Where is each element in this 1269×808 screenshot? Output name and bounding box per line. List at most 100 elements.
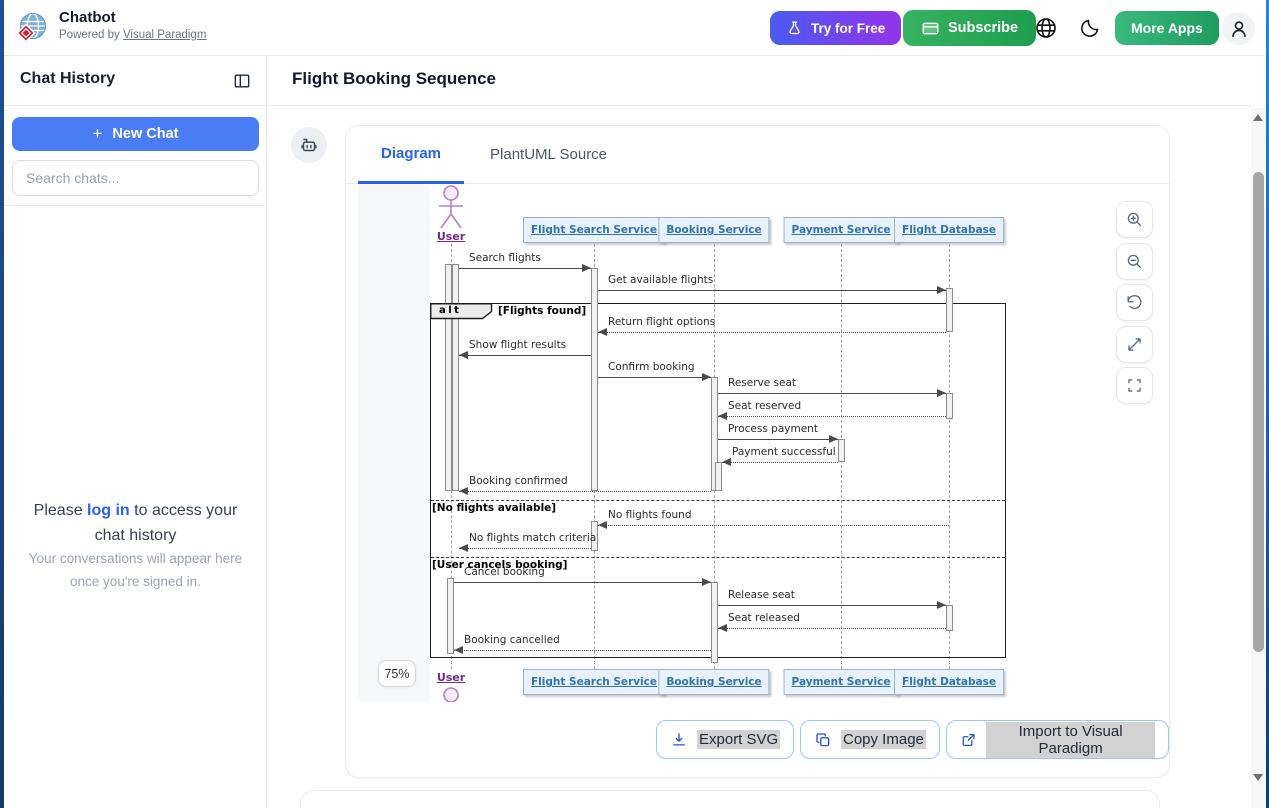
activation-bar bbox=[452, 264, 459, 491]
message-line bbox=[718, 439, 838, 440]
new-chat-button[interactable]: + New Chat bbox=[12, 117, 259, 151]
powered-by: Powered by Visual Paradigm bbox=[59, 29, 206, 41]
log-in-link[interactable]: log in bbox=[87, 502, 130, 519]
plus-icon: + bbox=[92, 124, 103, 143]
copy-image-button[interactable]: Copy Image bbox=[800, 720, 940, 759]
participant-box[interactable]: Payment Service bbox=[783, 217, 899, 243]
login-subtext: Your conversations will appear here once… bbox=[28, 551, 243, 589]
participant-box[interactable]: Booking Service bbox=[658, 217, 770, 243]
participant-box[interactable]: Flight Search Service bbox=[523, 217, 665, 243]
external-link-icon bbox=[962, 733, 975, 746]
message-line bbox=[459, 268, 591, 269]
message-line bbox=[459, 355, 591, 356]
activation-bar bbox=[946, 393, 953, 419]
tab-plantuml-source[interactable]: PlantUML Source bbox=[490, 146, 608, 163]
message-label: Process payment bbox=[728, 423, 818, 435]
message-arrowhead bbox=[582, 264, 591, 273]
message-line bbox=[454, 582, 711, 583]
participant-box[interactable]: Booking Service bbox=[658, 669, 770, 695]
diagram-message-card: Diagram PlantUML Source [Flights found][… bbox=[345, 125, 1170, 778]
scroll-down-arrow[interactable] bbox=[1253, 774, 1263, 781]
chat-input-card-partial bbox=[300, 790, 1160, 808]
message-label: Release seat bbox=[728, 589, 795, 601]
dark-mode-button[interactable] bbox=[1079, 17, 1101, 42]
message-line bbox=[722, 462, 838, 463]
scrollbar-thumb[interactable] bbox=[1253, 172, 1264, 652]
participant-box[interactable]: Flight Database bbox=[894, 669, 1004, 695]
scroll-up-arrow[interactable] bbox=[1253, 114, 1263, 121]
message-label: Get available flights bbox=[608, 274, 714, 286]
rotate-ccw-icon bbox=[1127, 295, 1142, 309]
actor-label[interactable]: User bbox=[436, 230, 466, 243]
expand-button[interactable] bbox=[1116, 326, 1153, 363]
panel-collapse-icon bbox=[234, 74, 250, 88]
zoom-in-button[interactable] bbox=[1116, 201, 1153, 238]
zoom-out-button[interactable] bbox=[1116, 243, 1153, 280]
copy-image-label: Copy Image bbox=[841, 730, 926, 749]
message-arrowhead bbox=[718, 412, 727, 421]
page-title: Flight Booking Sequence bbox=[292, 69, 497, 88]
message-label: Booking confirmed bbox=[469, 475, 568, 487]
user-avatar-button[interactable] bbox=[1222, 12, 1255, 45]
search-chats-input[interactable] bbox=[12, 160, 259, 196]
person-icon bbox=[1231, 20, 1246, 37]
collapse-sidebar-button[interactable] bbox=[232, 71, 252, 94]
activation-bar bbox=[447, 578, 454, 654]
message-label: Return flight options bbox=[608, 316, 716, 328]
zoom-in-icon bbox=[1127, 212, 1142, 227]
participant-box[interactable]: Payment Service bbox=[783, 669, 899, 695]
try-for-free-label: Try for Free bbox=[811, 20, 886, 36]
message-label: Show flight results bbox=[469, 339, 567, 351]
message-line bbox=[718, 416, 946, 417]
message-line bbox=[598, 377, 711, 378]
page-scrollbar[interactable] bbox=[1251, 108, 1266, 808]
alt-divider-guard: [User cancels booking] bbox=[432, 559, 568, 571]
message-label: No flights found bbox=[608, 509, 692, 521]
main-header: Flight Booking Sequence bbox=[267, 56, 1251, 106]
import-to-visual-paradigm-button[interactable]: Import to Visual Paradigm bbox=[946, 720, 1169, 759]
zoom-level-badge: 75% bbox=[378, 660, 416, 687]
subscribe-button[interactable]: Subscribe bbox=[903, 10, 1037, 46]
message-arrowhead bbox=[937, 286, 946, 295]
activation-bar bbox=[715, 462, 722, 491]
language-globe-button[interactable] bbox=[1034, 16, 1058, 43]
sidebar-divider bbox=[4, 205, 266, 206]
message-label: Seat released bbox=[728, 612, 800, 624]
participant-box[interactable]: Flight Database bbox=[894, 217, 1004, 243]
message-arrowhead bbox=[702, 373, 711, 382]
sidebar-header: Chat History bbox=[4, 56, 266, 106]
actor-figure-icon bbox=[443, 687, 459, 702]
tab-diagram[interactable]: Diagram bbox=[358, 126, 465, 184]
message-arrowhead bbox=[718, 624, 727, 633]
alt-divider bbox=[431, 500, 1005, 501]
message-label: Search flights bbox=[469, 252, 541, 264]
globe-icon bbox=[1036, 18, 1056, 38]
activation-bar bbox=[946, 288, 953, 332]
message-label: Seat reserved bbox=[728, 400, 802, 412]
actor-label[interactable]: User bbox=[436, 671, 466, 684]
expand-arrows-icon bbox=[1128, 338, 1141, 351]
top-bar: Chatbot Powered by Visual Paradigm Try f… bbox=[4, 0, 1266, 56]
message-line bbox=[598, 332, 946, 333]
message-label: Payment successful bbox=[732, 446, 836, 458]
message-label: Reserve seat bbox=[728, 377, 797, 389]
message-arrowhead bbox=[722, 458, 731, 467]
login-message: Please log in to access your chat histor… bbox=[20, 499, 251, 549]
message-label: Booking cancelled bbox=[464, 634, 560, 646]
message-line bbox=[718, 393, 946, 394]
window-edge-left bbox=[0, 0, 4, 808]
more-apps-button[interactable]: More Apps bbox=[1115, 11, 1219, 45]
reset-view-button[interactable] bbox=[1116, 284, 1153, 321]
visual-paradigm-logo-icon bbox=[16, 13, 46, 43]
fullscreen-corners-icon bbox=[1128, 379, 1141, 392]
visual-paradigm-link[interactable]: Visual Paradigm bbox=[122, 29, 207, 41]
message-line bbox=[454, 650, 711, 651]
activation-bar bbox=[591, 521, 598, 551]
sidebar-title: Chat History bbox=[20, 70, 116, 87]
fullscreen-button[interactable] bbox=[1116, 367, 1153, 404]
message-line bbox=[459, 548, 591, 549]
participant-box[interactable]: Flight Search Service bbox=[523, 669, 665, 695]
subscribe-label: Subscribe bbox=[948, 20, 1019, 36]
export-svg-button[interactable]: Export SVG bbox=[656, 720, 795, 759]
try-for-free-button[interactable]: Try for Free bbox=[770, 11, 902, 45]
